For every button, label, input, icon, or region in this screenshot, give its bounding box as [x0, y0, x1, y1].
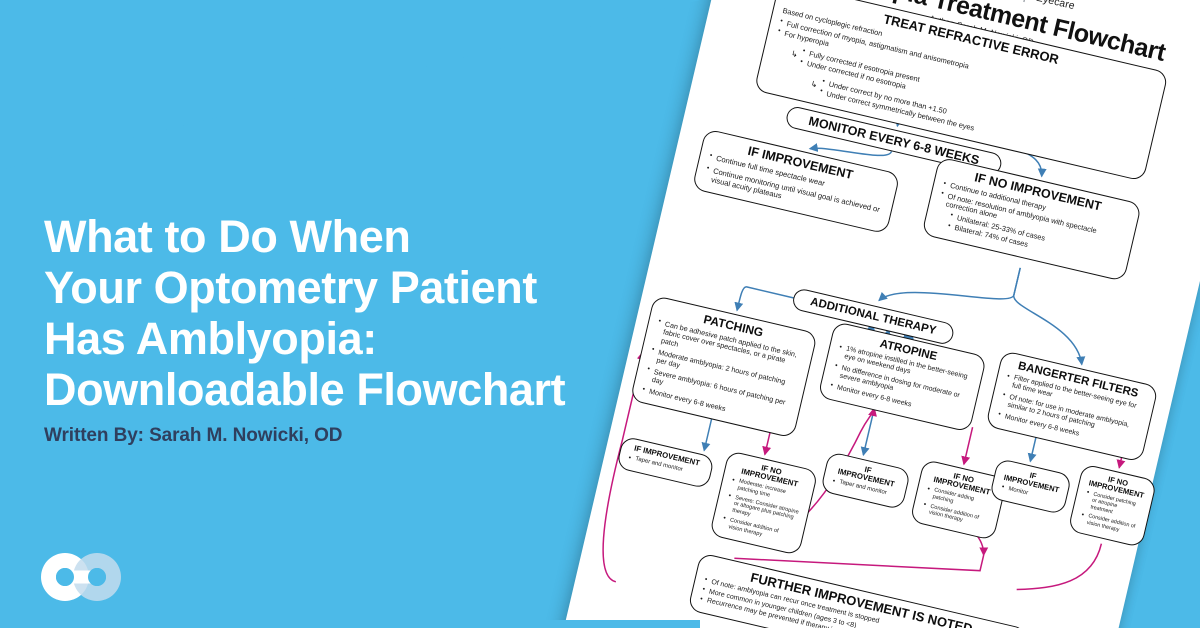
flowchart-paper: CovalentCareers | Eyecare Amblyopia Trea…: [549, 0, 1200, 628]
sub-arrow-icon: ↳: [790, 48, 799, 60]
title-line: Has Amblyopia:: [44, 312, 377, 364]
title-line: Downloadable Flowchart: [44, 363, 566, 415]
sub-arrow-icon: ↳: [809, 78, 819, 90]
title-line: What to Do When: [44, 211, 411, 262]
title-line: Your Optometry Patient: [44, 261, 537, 313]
page-title: What to Do When Your Optometry Patient H…: [44, 211, 664, 415]
flowchart-content: CovalentCareers | Eyecare Amblyopia Trea…: [550, 0, 1200, 628]
author-byline: Written By: Sarah M. Nowicki, OD: [44, 425, 343, 446]
promo-panel: What to Do When Your Optometry Patient H…: [41, 211, 664, 601]
covalent-careers-infinity-logo-icon: [41, 553, 121, 601]
